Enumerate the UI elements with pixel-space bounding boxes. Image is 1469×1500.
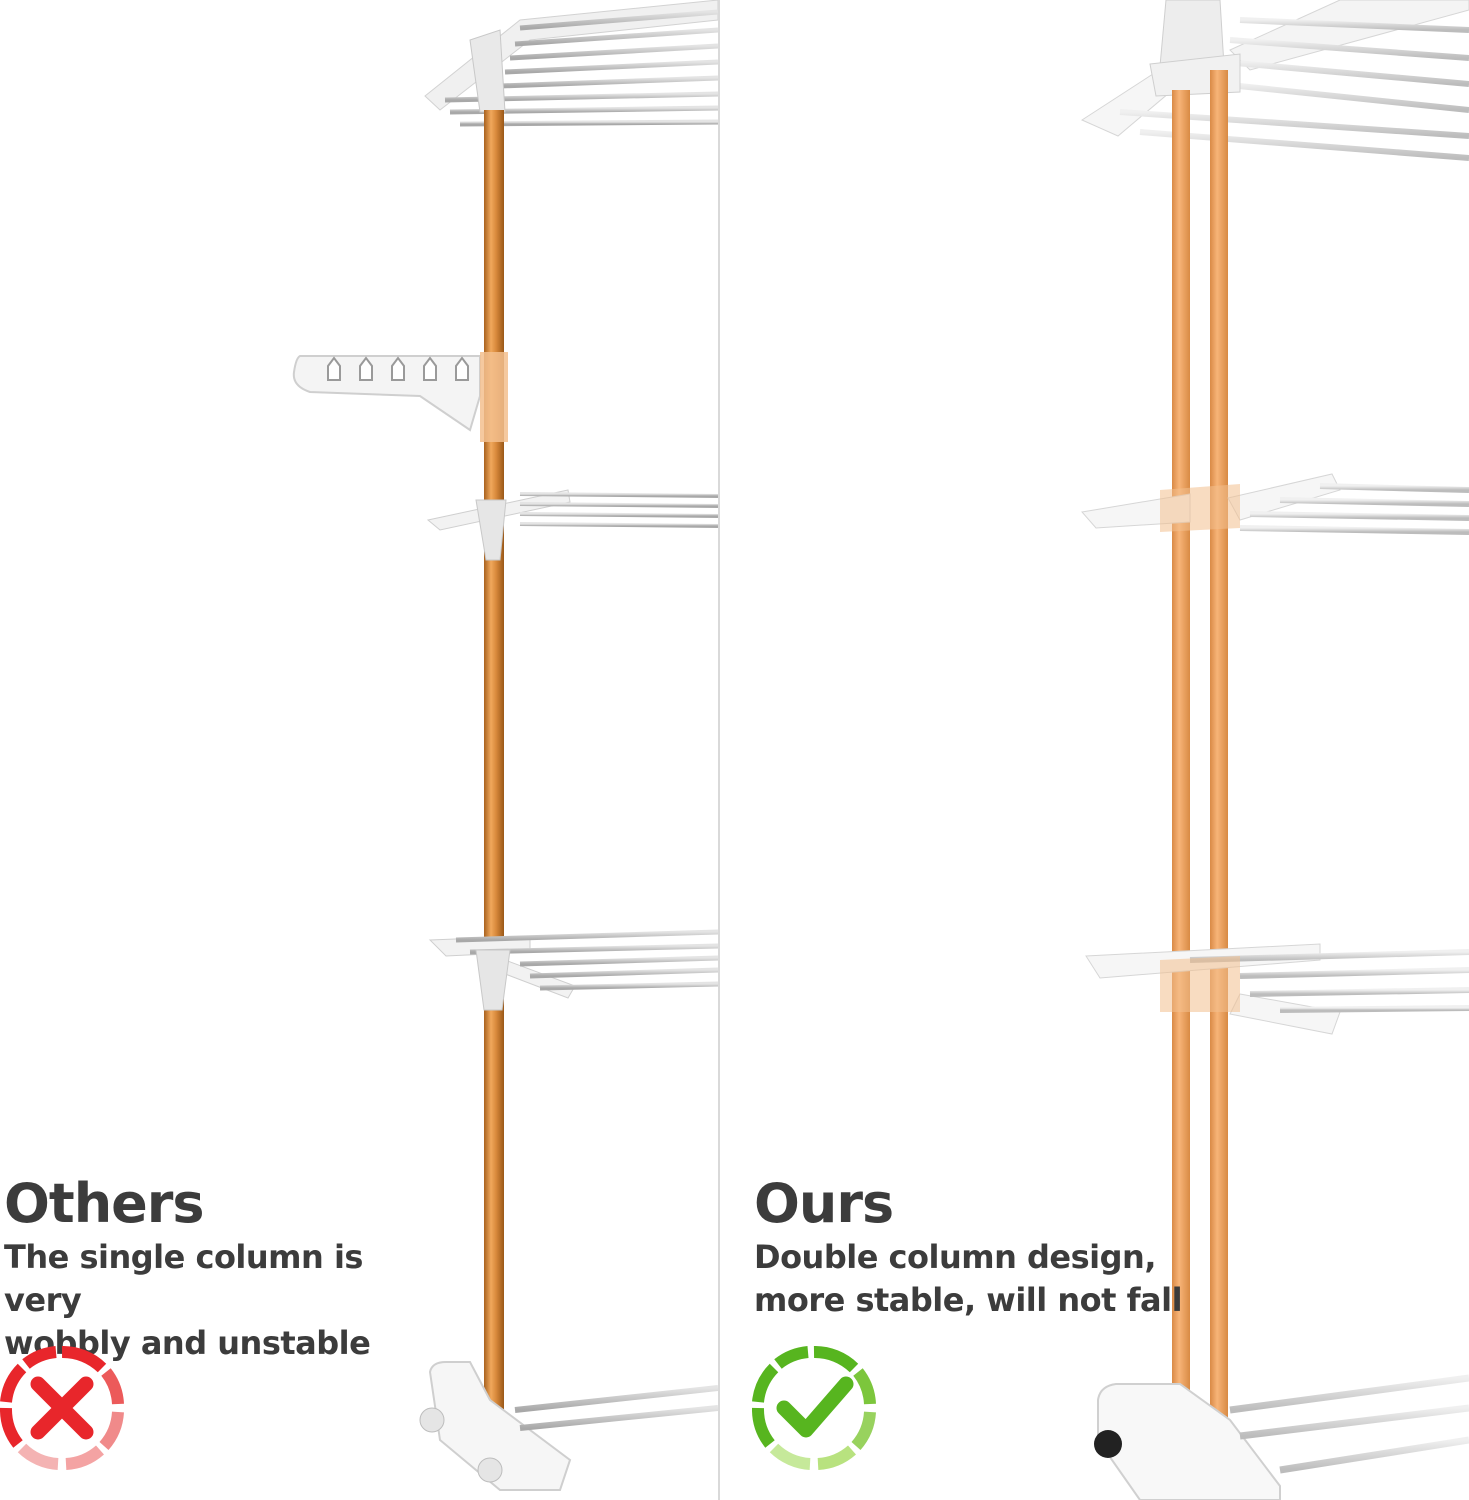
ours-description-line1: Double column design,: [754, 1238, 1156, 1276]
others-caption: Others The single column is very wobbly …: [4, 1172, 444, 1365]
others-description-line1: The single column is very: [4, 1238, 363, 1319]
cross-icon: [0, 1346, 124, 1470]
pole-back: [1210, 70, 1228, 1420]
check-icon: [752, 1346, 876, 1470]
wheel: [477, 1457, 503, 1483]
lower-shelf: [1085, 943, 1469, 1035]
lower-shelf: [428, 929, 718, 1011]
others-title: Others: [4, 1172, 205, 1235]
wheel: [1094, 1430, 1122, 1458]
single-pole: [484, 110, 504, 1410]
hook-bar: [292, 352, 508, 442]
ours-caption: Ours Double column design, more stable, …: [754, 1172, 1194, 1322]
base-frame: [419, 1361, 718, 1491]
ours-title: Ours: [754, 1172, 894, 1235]
others-panel: Others The single column is very wobbly …: [0, 0, 718, 1500]
ours-panel: Ours Double column design, more stable, …: [720, 0, 1469, 1500]
pole-front: [1172, 90, 1190, 1420]
single-column-rack-illustration: [292, 0, 718, 1491]
middle-shelf: [426, 489, 718, 561]
wheel: [419, 1407, 445, 1433]
top-shelf: [424, 0, 718, 127]
ours-description-line2: more stable, will not fall: [754, 1281, 1183, 1319]
double-column-rack-illustration: [1080, 0, 1469, 1500]
base-frame: [1094, 1374, 1469, 1500]
middle-shelf: [1081, 473, 1469, 535]
panel-divider: [718, 0, 720, 1500]
top-shelf: [1080, 0, 1469, 161]
